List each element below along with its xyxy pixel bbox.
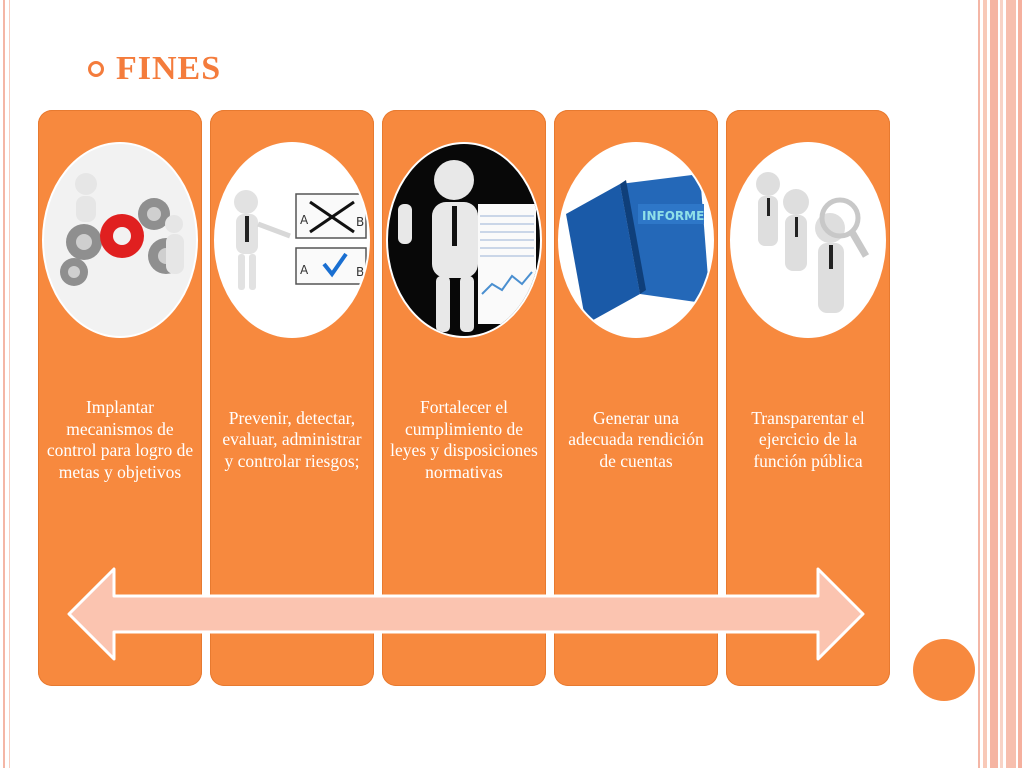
panel-1: Implantar mecanismos de control para log… [38, 110, 202, 686]
left-decor-line [3, 0, 5, 768]
panel-caption: Implantar mecanismos de control para log… [46, 397, 194, 482]
blue-binders-image: INFORME [560, 144, 712, 336]
presenter-checklist-image: A B A B [216, 144, 368, 336]
gears-people-image [44, 144, 196, 336]
slide-title: FINES [88, 50, 221, 88]
panel-3: Fortalecer el cumplimiento de leyes y di… [382, 110, 546, 686]
panel-2: A B A B Prevenir, detectar, evaluar, adm… [210, 110, 374, 686]
panel-4: INFORME Generar una adecuada rendición d… [554, 110, 718, 686]
panel-caption: Prevenir, detectar, evaluar, administrar… [222, 407, 362, 471]
panel-5: Transparentar el ejercicio de la función… [726, 110, 890, 686]
bullet-icon [88, 61, 104, 77]
title-text: FINES [116, 50, 222, 87]
svg-text:A: A [300, 213, 309, 227]
svg-text:B: B [356, 265, 364, 279]
presenter-spreadsheet-image [388, 144, 540, 336]
panel-caption: Fortalecer el cumplimiento de leyes y di… [390, 397, 538, 482]
binder-label: INFORME [642, 209, 704, 223]
decor-circle [913, 639, 975, 701]
svg-text:A: A [300, 263, 309, 277]
magnifier-people-image [732, 144, 884, 336]
left-decor-line-thin [9, 0, 10, 768]
panel-caption: Transparentar el ejercicio de la función… [751, 407, 865, 471]
svg-text:B: B [356, 215, 364, 229]
right-decor-band [978, 0, 1024, 768]
panel-caption: Generar una adecuada rendición de cuenta… [568, 407, 704, 471]
double-arrow-icon [67, 567, 865, 661]
